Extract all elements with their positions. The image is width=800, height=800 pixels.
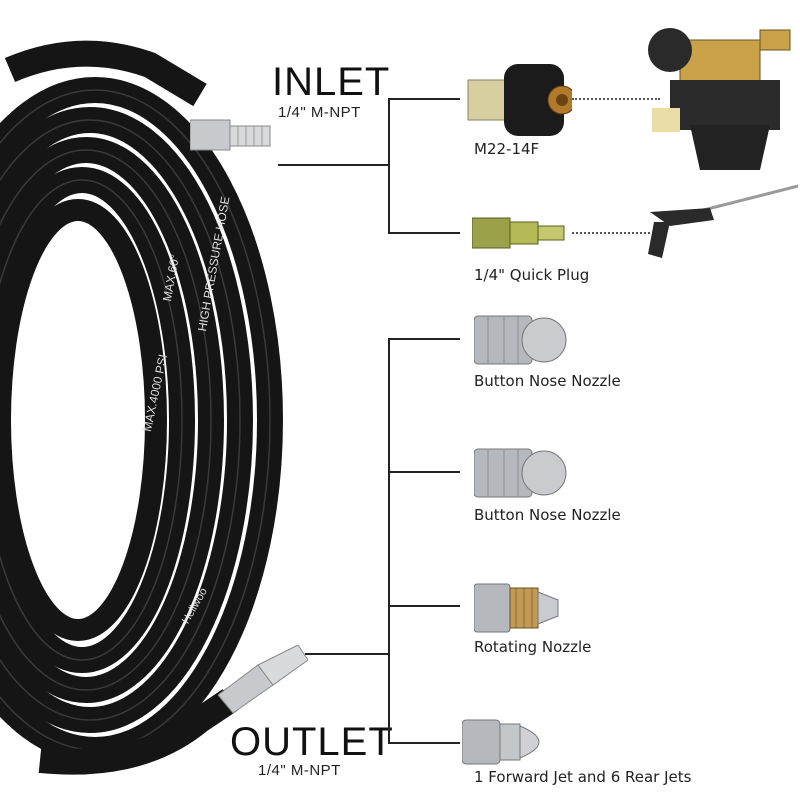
accessory-label-jet-nozzle: 1 Forward Jet and 6 Rear Jets [474,768,692,786]
accessory-label-button-nozzle-1: Button Nose Nozzle [474,372,621,390]
nozzle-bracket-3 [388,605,460,607]
accessory-label-button-nozzle-2: Button Nose Nozzle [474,506,621,524]
accessory-label-m22: M22-14F [474,140,540,158]
inlet-title: INLET [272,60,391,104]
nozzle-bracket-2 [388,471,460,473]
inlet-fitting-icon [190,119,271,151]
nozzle-bracket-4 [388,742,460,744]
m22-dotted-leader [572,98,660,100]
outlet-thread: 1/4" M-NPT [258,762,341,779]
gun-dotted-leader [572,232,650,234]
pump-icon [648,28,791,170]
outlet-bracket-vertical [388,338,390,744]
hose-coil [0,40,283,775]
inlet-bracket-bottom [388,232,460,234]
inlet-bracket-top [388,98,460,100]
spray-gun-icon [648,184,799,258]
accessory-label-rotating-nozzle: Rotating Nozzle [474,638,592,656]
jet-nozzle-icon [462,719,540,765]
nozzle-bracket-1 [388,338,460,340]
rotating-nozzle-icon [474,583,559,633]
inlet-connector-line [278,164,388,166]
button-nozzle-icon [474,448,567,498]
m22-coupler-icon [467,64,572,136]
outlet-title: OUTLET [230,720,394,764]
accessory-label-quick-plug: 1/4" Quick Plug [474,266,590,284]
outlet-connector-line [305,653,388,655]
quick-plug-icon [472,217,565,249]
button-nozzle-icon [474,315,567,365]
inlet-bracket-vertical [388,98,390,234]
outlet-fitting-icon [218,645,308,714]
inlet-thread: 1/4" M-NPT [278,104,361,121]
